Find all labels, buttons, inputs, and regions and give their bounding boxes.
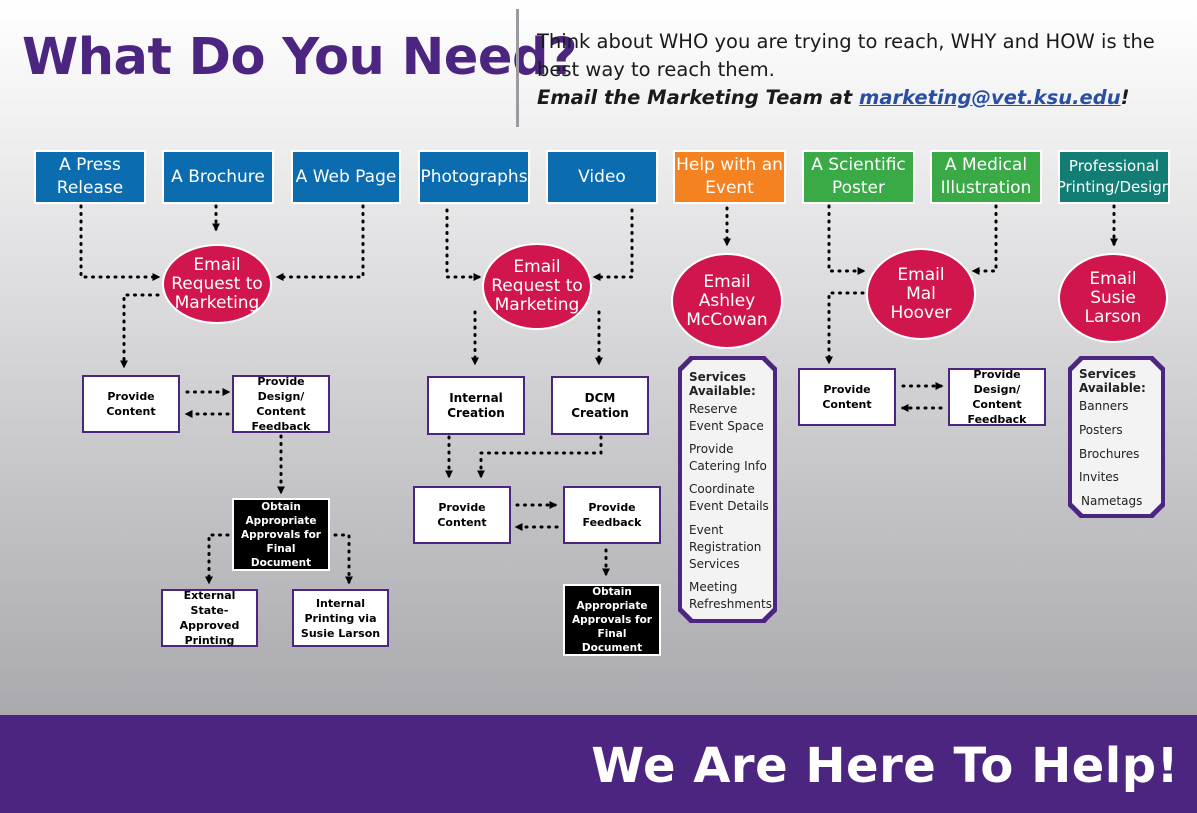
event-services-inner: Services Available: Reserve Event Space … [682,360,773,619]
contact-ashley-mccowan: Email Ashley McCowan [671,253,783,349]
need-photographs: Photographs [418,150,530,204]
event-service-item: Provide Catering Info [689,442,767,473]
need-web-page: A Web Page [291,150,401,204]
step-internal-creation: Internal Creation [427,376,525,435]
email-line: Email the Marketing Team at marketing@ve… [537,84,1187,112]
need-brochure: A Brochure [162,150,274,204]
printing-services-inner: Services Available: Banners Posters Broc… [1072,360,1161,514]
event-service-item: Reserve Event Space [689,402,764,433]
event-services-heading: Services Available: [689,370,756,398]
step-provide-content: Provide Content [82,375,180,433]
step-provide-feedback: Provide Feedback [563,486,661,544]
need-event-help: Help with an Event [673,150,786,204]
step-provide-content-2: Provide Content [413,486,511,544]
intro-text: Think about WHO you are trying to reach,… [537,30,1155,81]
need-scientific-poster: A Scientific Poster [802,150,915,204]
printing-service-item: Invites [1079,470,1119,484]
need-professional-printing: Professional Printing/Design [1057,150,1171,204]
step-provide-content-3: Provide Content [798,368,896,426]
contact-marketing-2: Email Request to Marketing [482,243,592,330]
printing-service-item: Brochures [1079,447,1140,461]
event-service-item: Meeting Refreshments [689,580,772,611]
step-obtain-approvals-2: Obtain Appropriate Approvals for Final D… [563,584,661,656]
need-medical-illustration: A Medical Illustration [930,150,1042,204]
contact-susie-larson: Email Susie Larson [1058,253,1168,343]
event-service-item: Event Registration Services [689,523,762,571]
printing-service-item: Nametags [1081,494,1143,508]
contact-marketing-1: Email Request to Marketing [162,244,272,324]
header-divider [516,9,519,127]
email-prefix: Email the Marketing Team at [537,86,860,109]
printing-services-heading: Services Available: [1079,367,1146,395]
step-provide-design-feedback-3: Provide Design/ Content Feedback [948,368,1046,426]
need-video: Video [546,150,658,204]
step-external-printing: External State-Approved Printing [161,589,258,647]
page-title: What Do You Need? [22,28,578,87]
marketing-email-link[interactable]: marketing@vet.ksu.edu [859,86,1121,109]
step-obtain-approvals: Obtain Appropriate Approvals for Final D… [232,498,330,571]
printing-services-panel: Services Available: Banners Posters Broc… [1068,356,1165,518]
step-internal-printing: Internal Printing via Susie Larson [292,589,389,647]
email-suffix: ! [1120,86,1130,109]
event-services-panel: Services Available: Reserve Event Space … [678,356,777,623]
step-dcm-creation: DCM Creation [551,376,649,435]
step-provide-design-feedback: Provide Design/ Content Feedback [232,375,330,433]
printing-service-item: Banners [1079,399,1129,413]
event-service-item: Coordinate Event Details [689,482,769,513]
connector-arrows [79,204,1118,585]
contact-mal-hoover: Email Mal Hoover [866,248,976,340]
need-press-release: A Press Release [34,150,146,204]
footer-banner: We Are Here To Help! [0,715,1197,813]
header-intro: Think about WHO you are trying to reach,… [537,28,1187,112]
footer-tagline: We Are Here To Help! [591,738,1179,794]
printing-service-item: Posters [1079,423,1123,437]
